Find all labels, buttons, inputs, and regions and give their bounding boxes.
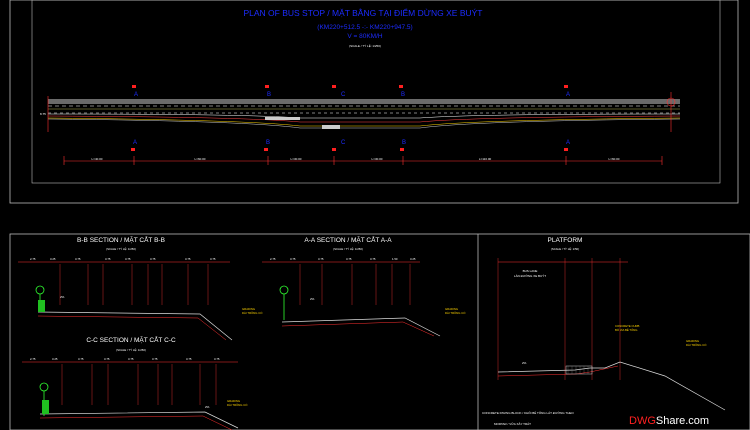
svg-text:A: A [566,92,570,98]
marker-top-a2: A [564,85,570,98]
svg-text:3.25: 3.25 [410,257,416,261]
marker-top-b1: B [265,85,271,98]
plan-edge-label: 8.75 [40,112,46,116]
plan-dim-2: L=60.00 [195,157,206,161]
svg-text:3.75: 3.75 [152,357,158,361]
svg-text:3.75: 3.75 [346,257,352,261]
svg-text:3.75: 3.75 [125,257,131,261]
platform-slope: 2% [522,361,527,365]
platform-bus-lane-2: LÀN ĐƯỜNG XE BUÝT [514,273,546,278]
watermark-dwg: DWG [629,415,656,427]
svg-text:3.75: 3.75 [370,257,376,261]
section-bb: B-B SECTION / MẶT CẮT B-B (SCALE / TỶ LỆ… [18,235,233,341]
marker-top-c: C [332,85,346,98]
plan-dimension-chain: L=40.00 L=60.00 L=30.00 L=30.00 L=110.00… [63,156,663,165]
svg-text:DWGShare.com: DWGShare.com [629,415,709,427]
section-aa-scale: (SCALE / TỶ LỆ: 1/250) [333,246,363,251]
svg-text:2.75: 2.75 [30,357,36,361]
svg-text:3.75: 3.75 [290,257,296,261]
svg-text:B: B [402,140,406,146]
svg-text:3.75: 3.75 [318,257,324,261]
section-aa-grading-1: GRADING [242,307,255,311]
svg-text:B: B [401,92,405,98]
platform-grading-1: GRADING [686,339,699,343]
section-bb-scale: (SCALE / TỶ LỆ: 1/250) [106,246,136,251]
plan-dim-6: L=60.00 [609,157,620,161]
platform-scale: (SCALE / TỶ LỆ: 1/50) [551,246,579,251]
section-aa-grading-3: GRADING [445,307,458,311]
dwgshare-watermark: DWGShare.com [629,415,709,427]
platform-curb-2: BÓ VỈA BÊ TÔNG [615,327,638,332]
platform-detail: PLATFORM (SCALE / TỶ LỆ: 1/50) BUS LANE … [482,237,726,426]
marker-bottom-a2: A [564,140,570,151]
tree-icon [39,382,49,392]
section-cc-grading-2: DẢI TRỒNG CỎ [227,402,248,407]
svg-text:2.75: 2.75 [270,257,276,261]
plan-dim-4: L=30.00 [372,157,383,161]
section-cc-grading-1: GRADING [227,399,240,403]
svg-text:A: A [134,92,138,98]
platform-note-1: CONCRETE PAVING BLOCK / KHỐI BÊ TÔNG LÁT… [482,410,574,415]
plan-scale: (SCALE / TỶ LỆ: 1/250) [349,43,381,48]
svg-text:3.75: 3.75 [104,357,110,361]
section-cc-title: C-C SECTION / MẶT CẮT C-C [86,335,176,344]
platform-curb-1: CONCRETE CURB [615,324,640,328]
sections-sheet: B-B SECTION / MẶT CẮT B-B (SCALE / TỶ LỆ… [9,233,750,430]
marker-top-b2: B [399,85,405,98]
svg-text:3.75: 3.75 [75,257,81,261]
platform-grading-2: DẢI TRỒNG CỎ [686,342,707,347]
plan-sheet: PLAN OF BUS STOP / MẶT BẰNG TẠI ĐIỂM DỪN… [9,0,739,204]
tree-icon [35,285,45,295]
svg-text:B: B [266,140,270,146]
marker-bottom-b1: B [264,140,270,151]
svg-text:3.75: 3.75 [150,257,156,261]
plan-title: PLAN OF BUS STOP / MẶT BẰNG TẠI ĐIỂM DỪN… [243,7,482,18]
marker-bottom-c: C [332,140,346,151]
svg-text:A: A [133,140,137,146]
svg-text:3.75: 3.75 [210,257,216,261]
svg-text:2.75: 2.75 [30,257,36,261]
svg-text:1.50: 1.50 [392,257,398,261]
section-aa: A-A SECTION / MẶT CẮT A-A (SCALE / TỶ LỆ… [242,235,466,337]
plan-chainage: (KM220+512.5 -:- KM220+947.5) [317,24,412,31]
plan-dim-1: L=40.00 [92,157,103,161]
marker-bottom-a1: A [131,140,137,151]
svg-text:3.25: 3.25 [52,357,58,361]
svg-text:3.75: 3.75 [78,357,84,361]
svg-text:3.75: 3.75 [214,357,220,361]
svg-text:A: A [566,140,570,146]
section-cc-scale: (SCALE / TỶ LỆ: 1/250) [116,347,146,352]
section-aa-title: A-A SECTION / MẶT CẮT A-A [304,235,392,244]
plan-dim-3: L=30.00 [291,157,302,161]
svg-text:3.75: 3.75 [186,357,192,361]
svg-text:B: B [267,92,271,98]
plan-speed: V = 80KM/H [347,33,383,40]
tree-icon [279,285,289,295]
section-bb-title: B-B SECTION / MẶT CẮT B-B [77,235,165,244]
svg-text:C: C [341,140,346,146]
platform-bus-lane-1: BUS LANE [523,269,538,273]
marker-bottom-b2: B [400,140,406,151]
svg-text:3.75: 3.75 [105,257,111,261]
section-aa-grading-4: DẢI TRỒNG CỎ [445,310,466,315]
plan-road: 8.75 [40,92,681,132]
svg-text:3.75: 3.75 [185,257,191,261]
plan-top-markers: A B C B A [132,85,570,98]
plan-dim-5: L=110.00 [479,157,492,161]
watermark-share: Share.com [656,415,709,427]
svg-text:3.75: 3.75 [128,357,134,361]
section-cc: C-C SECTION / MẶT CẮT C-C (SCALE / TỶ LỆ… [22,335,248,430]
section-bb-slope: 2% [60,295,65,299]
platform-title: PLATFORM [548,237,583,244]
svg-text:C: C [341,92,346,98]
section-aa-grading-2: DẢI TRỒNG CỎ [242,310,263,315]
section-aa-slope: 2% [310,297,315,301]
marker-top-a1: A [132,85,138,98]
svg-text:3.25: 3.25 [50,257,56,261]
plan-bottom-markers: A B C B A [131,140,570,151]
platform-note-2: MORTAR / VỮA XÂY TRÁT [494,421,531,426]
section-cc-slope: 2% [205,405,210,409]
